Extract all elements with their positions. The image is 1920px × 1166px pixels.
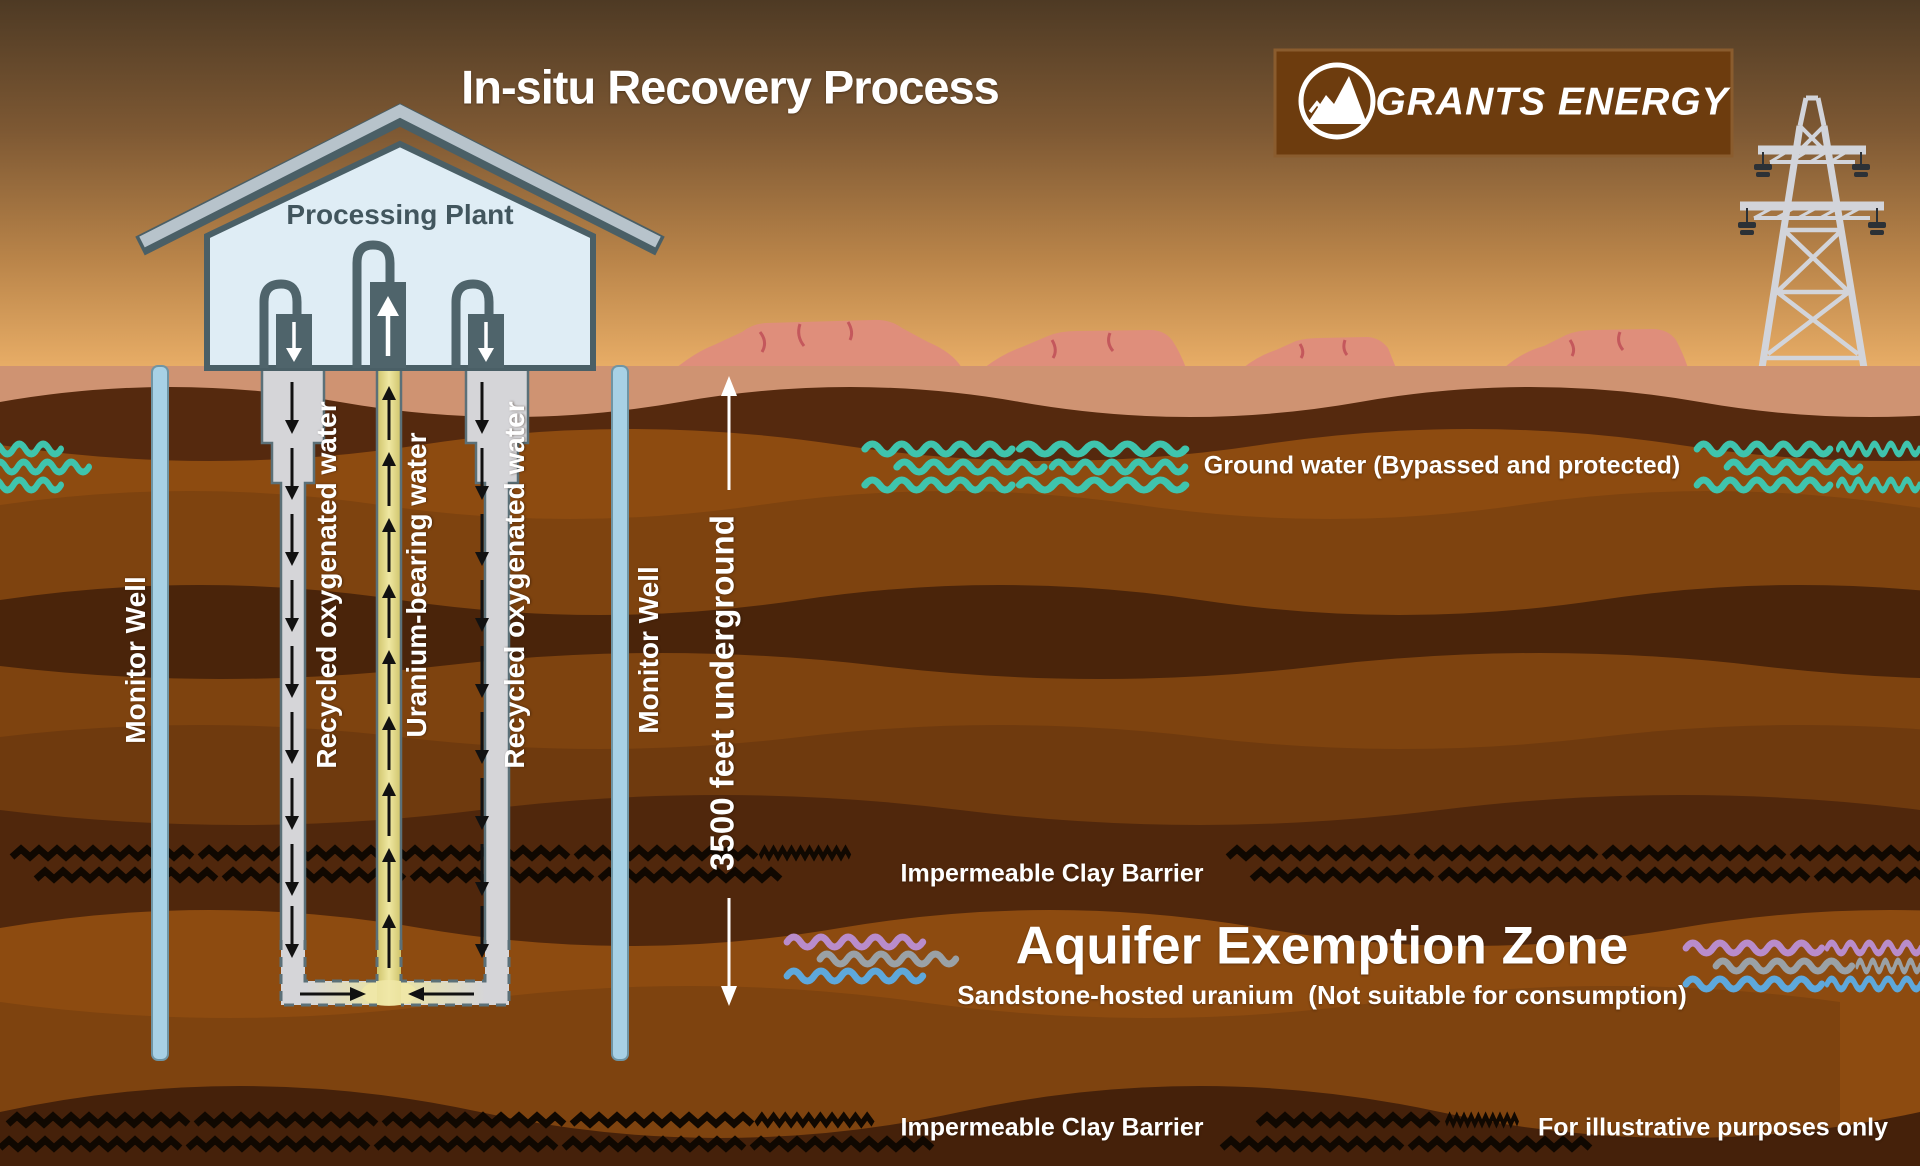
mesa (1504, 329, 1688, 368)
wellhead-pipes (259, 240, 494, 368)
earth-layers (0, 366, 1920, 1166)
aquifer-zone-title: Aquifer Exemption Zone (1015, 916, 1629, 976)
monitor-well-left (151, 365, 169, 1061)
groundwater-label: Ground water (Bypassed and protected) (1203, 451, 1681, 480)
aquifer-zone-subtitle: Sandstone-hosted uranium (Not suitable f… (957, 980, 1687, 1010)
monitor-wells (151, 365, 629, 1061)
well-system (260, 368, 530, 1007)
mesa (676, 319, 962, 368)
well-casing-solid (260, 368, 530, 940)
production-label: Uranium-bearing water (401, 432, 432, 738)
clay-barrier-upper-label: Impermeable Clay Barrier (900, 859, 1204, 888)
horizontal-flow-arrows (300, 987, 474, 1001)
processing-plant (135, 103, 665, 371)
brand-name: GRANTS ENERGY (1375, 80, 1729, 124)
brand-badge (1273, 48, 1734, 158)
mesa (1243, 337, 1396, 368)
disclaimer-label: For illustrative purposes only (1537, 1113, 1889, 1142)
transmission-tower-icon (1738, 95, 1886, 369)
clay-barrier-lower-label: Impermeable Clay Barrier (900, 1113, 1204, 1142)
monitor-well-left-label: Monitor Well (120, 576, 151, 744)
uranium-glow (361, 980, 417, 1006)
flow-arrows (283, 380, 491, 1001)
mesa-texture (758, 321, 1625, 359)
depth-label: 3500 feet underground (703, 515, 741, 871)
plant-roof (139, 104, 661, 248)
pump-arrows (286, 296, 494, 362)
injection-well-right (401, 368, 528, 1005)
injection-left-label: Recycled oxygenated water (311, 401, 342, 769)
injection-right-label: Recycled oxygenated water (499, 401, 530, 769)
well-screen-dashed (279, 940, 511, 1007)
mesa (984, 330, 1186, 368)
mountain-logo-icon (1298, 62, 1376, 140)
plant-wall (204, 140, 596, 371)
mesa-range (676, 319, 1688, 368)
plant-label: Processing Plant (286, 199, 514, 230)
insulator-icon (1738, 164, 1886, 235)
monitor-well-right-label: Monitor Well (633, 566, 664, 734)
depth-arrow (721, 376, 737, 1006)
page-title: In-situ Recovery Process (461, 60, 1000, 114)
monitor-well-right (611, 365, 629, 1061)
